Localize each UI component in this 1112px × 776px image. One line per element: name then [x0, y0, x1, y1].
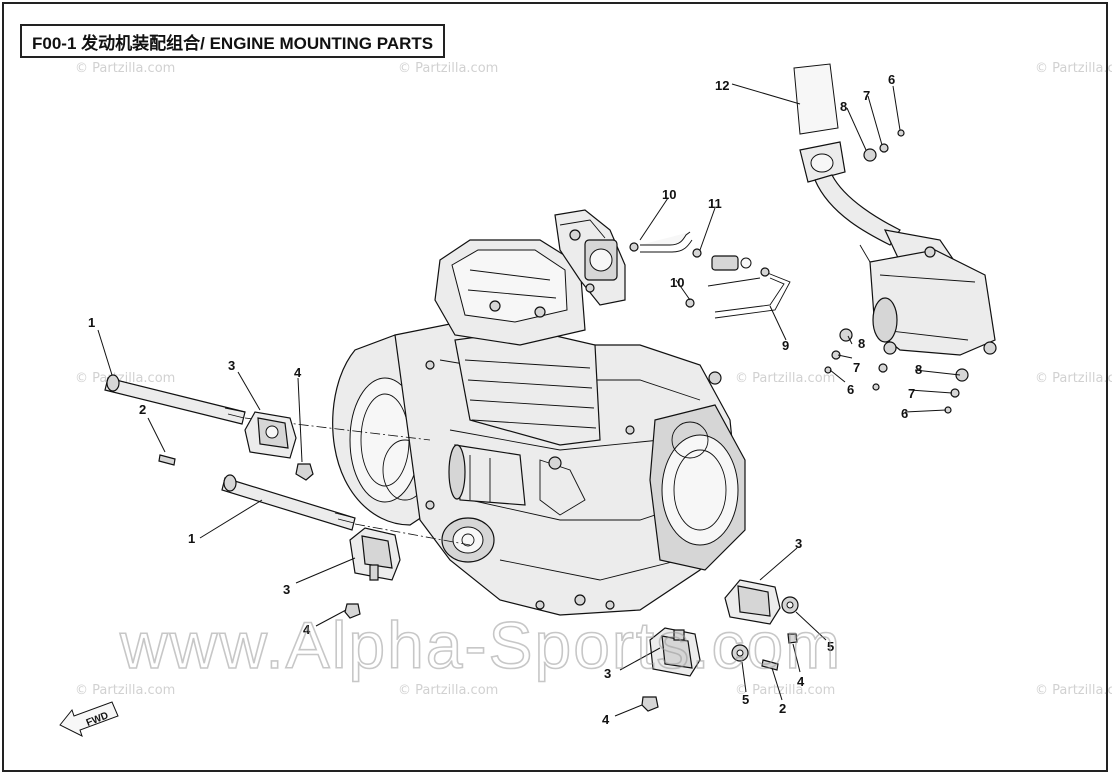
fasteners	[158, 129, 969, 712]
callout-1: 1	[88, 315, 95, 330]
callout-3: 3	[283, 582, 290, 597]
watermark-text: © Partzilla.com	[398, 683, 498, 698]
callout-3: 3	[795, 536, 802, 551]
watermark-text: © Partzilla.com	[735, 371, 835, 386]
forward-arrow: FWD	[59, 701, 119, 737]
engine-assembly	[332, 209, 746, 616]
callout-4: 4	[303, 622, 311, 637]
callout-3: 3	[604, 666, 611, 681]
watermark-text: © Partzilla.com	[1035, 61, 1112, 76]
callout-8: 8	[840, 99, 847, 114]
callout-4: 4	[294, 365, 302, 380]
engine-mounts	[244, 411, 781, 677]
callout-9: 9	[782, 338, 789, 353]
callout-10: 10	[662, 187, 676, 202]
callout-8: 8	[915, 362, 922, 377]
watermark-text: © Partzilla.com	[75, 371, 175, 386]
callout-8: 8	[858, 336, 865, 351]
callout-labels: 1 1 2 2 3 3 3 3 4 4 4 4 5 5 6 6 6 7 7 7 …	[88, 72, 922, 727]
watermark-text: © Partzilla.com	[398, 61, 498, 76]
leader-lines	[97, 83, 961, 717]
watermark-text: © Partzilla.com	[1035, 683, 1112, 698]
diagram-title: F00-1 发动机装配组合/ ENGINE MOUNTING PARTS	[20, 24, 446, 58]
callout-2: 2	[779, 701, 786, 716]
watermark-text: © Partzilla.com	[75, 683, 175, 698]
watermark-text: © Partzilla.com	[1035, 371, 1112, 386]
exhaust-gasket	[793, 63, 839, 135]
callout-7: 7	[908, 386, 915, 401]
callout-5: 5	[742, 692, 749, 707]
callout-11: 11	[708, 196, 722, 211]
callout-6: 6	[901, 406, 908, 421]
callout-2: 2	[139, 402, 146, 417]
watermark-text: © Partzilla.com	[735, 683, 835, 698]
breather-hoses	[629, 231, 791, 319]
mounting-bolts	[104, 374, 471, 546]
callout-5: 5	[827, 639, 834, 654]
callout-6: 6	[847, 382, 854, 397]
alpha-sports-watermark: www.Alpha-Sports.com	[119, 608, 842, 682]
callout-1: 1	[188, 531, 195, 546]
watermark-text: © Partzilla.com	[75, 61, 175, 76]
callout-10: 10	[670, 275, 684, 290]
callout-3: 3	[228, 358, 235, 373]
exhaust-assembly	[793, 63, 997, 356]
callout-7: 7	[853, 360, 860, 375]
callout-12: 12	[715, 78, 729, 93]
callout-4: 4	[797, 674, 805, 689]
callout-4: 4	[602, 712, 610, 727]
callout-7: 7	[863, 88, 870, 103]
callout-6: 6	[888, 72, 895, 87]
